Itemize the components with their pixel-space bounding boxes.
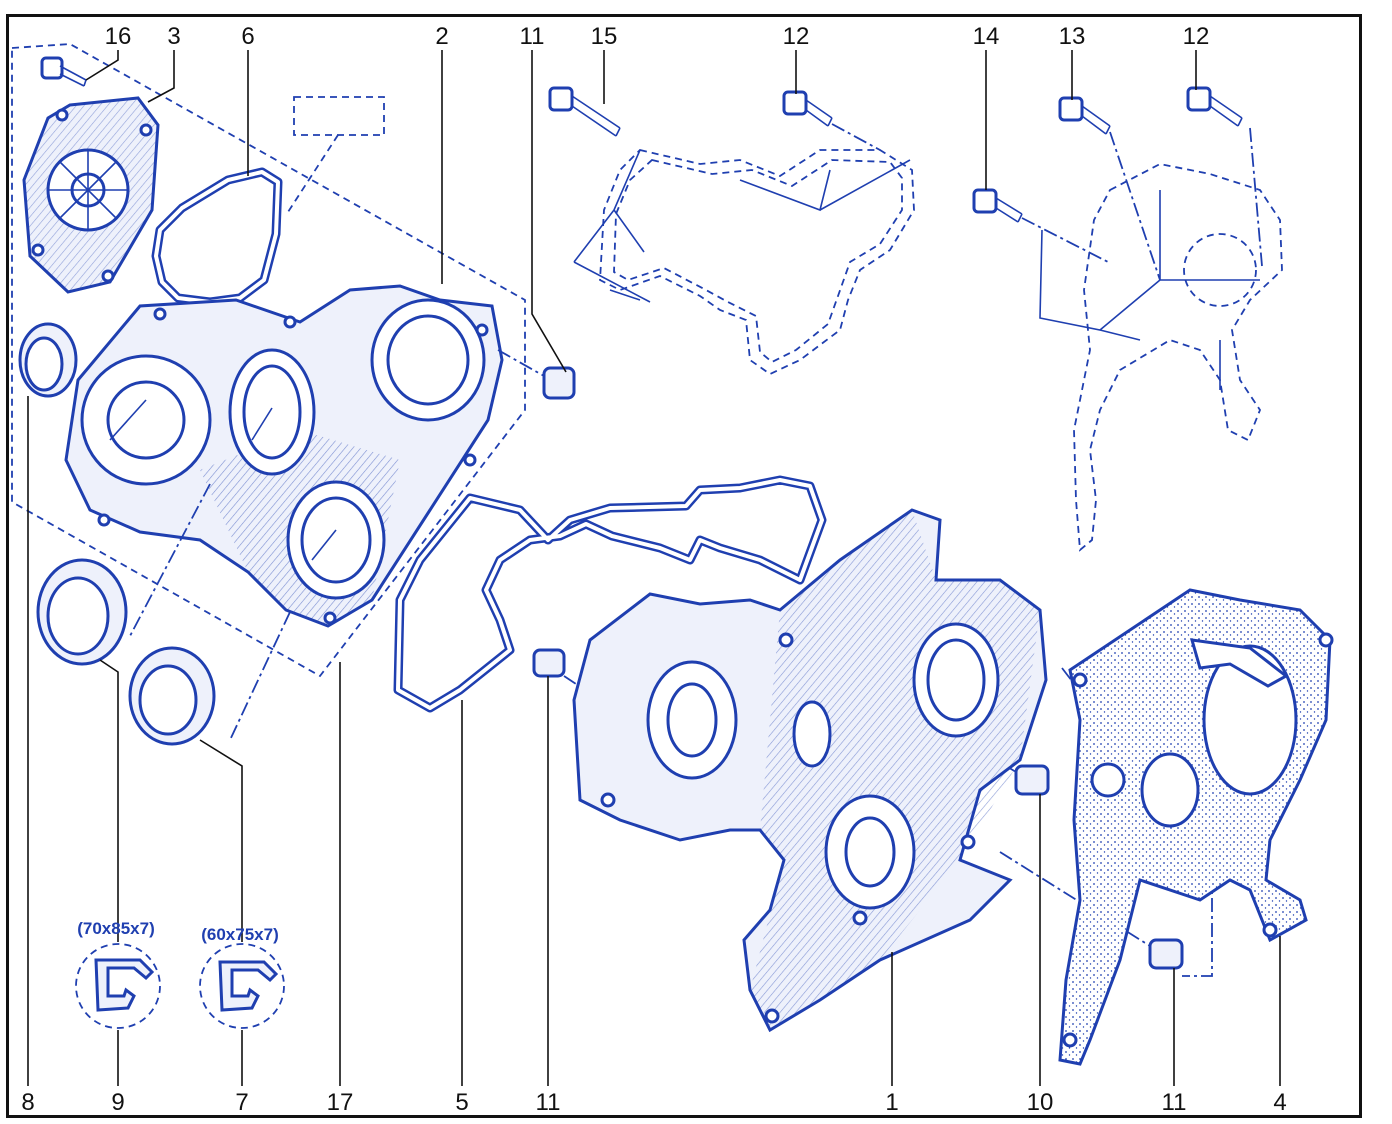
callout-9: 9 — [111, 1089, 124, 1116]
callout-16: 16 — [105, 23, 132, 50]
part-11-dowel-upper — [497, 349, 576, 400]
callout-12-left: 12 — [783, 23, 810, 50]
callout-7: 7 — [235, 1089, 248, 1116]
assembly-envelope — [11, 43, 526, 678]
callout-5: 5 — [455, 1089, 468, 1116]
seal-size-label-7: (60x75x7) — [201, 925, 279, 944]
callout-3: 3 — [167, 23, 180, 50]
bolt-pattern-template-left — [573, 149, 915, 376]
part-4-backing-plate — [1058, 588, 1334, 1066]
callout-13: 13 — [1059, 23, 1086, 50]
callout-14: 14 — [973, 23, 1000, 50]
part-11-dowel-lower — [999, 851, 1184, 970]
part-1-front-cover — [572, 508, 1048, 1033]
part-11-dowel-middle — [532, 648, 566, 678]
bolt-16 — [40, 56, 87, 87]
part-2-rear-housing — [64, 284, 504, 628]
callout-12-right: 12 — [1183, 23, 1210, 50]
reference-box — [293, 96, 385, 136]
callout-4: 4 — [1273, 1089, 1286, 1116]
callout-2: 2 — [435, 23, 448, 50]
callout-1: 1 — [885, 1089, 898, 1116]
callout-11-bottom-left: 11 — [536, 1089, 561, 1116]
bolt-14 — [972, 188, 1109, 263]
seal-size-label-9: (70x85x7) — [77, 919, 155, 938]
callout-6: 6 — [241, 23, 254, 50]
part-7-seal — [128, 646, 216, 746]
part-8-seal — [18, 322, 78, 398]
bolt-15 — [548, 86, 621, 137]
part-9-seal — [36, 558, 128, 666]
bolt-13 — [1058, 96, 1161, 281]
leader-lines — [27, 50, 1281, 1086]
callout-11-bottom-right: 11 — [1162, 1089, 1187, 1116]
callout-8: 8 — [21, 1089, 34, 1116]
callout-17: 17 — [327, 1089, 354, 1116]
reference-link — [287, 134, 339, 213]
callout-15: 15 — [591, 23, 618, 50]
bolt-pattern-template-right — [1039, 163, 1283, 552]
part-3-small-cover — [22, 96, 160, 294]
bolt-12-right — [1186, 86, 1263, 267]
callout-10: 10 — [1027, 1089, 1054, 1116]
seal-section-detail-9 — [75, 943, 161, 1029]
seal-section-detail-7 — [199, 943, 285, 1029]
bolt-12-left — [782, 90, 881, 151]
callout-11-top: 11 — [520, 23, 545, 50]
diagram-frame — [6, 14, 1362, 1118]
